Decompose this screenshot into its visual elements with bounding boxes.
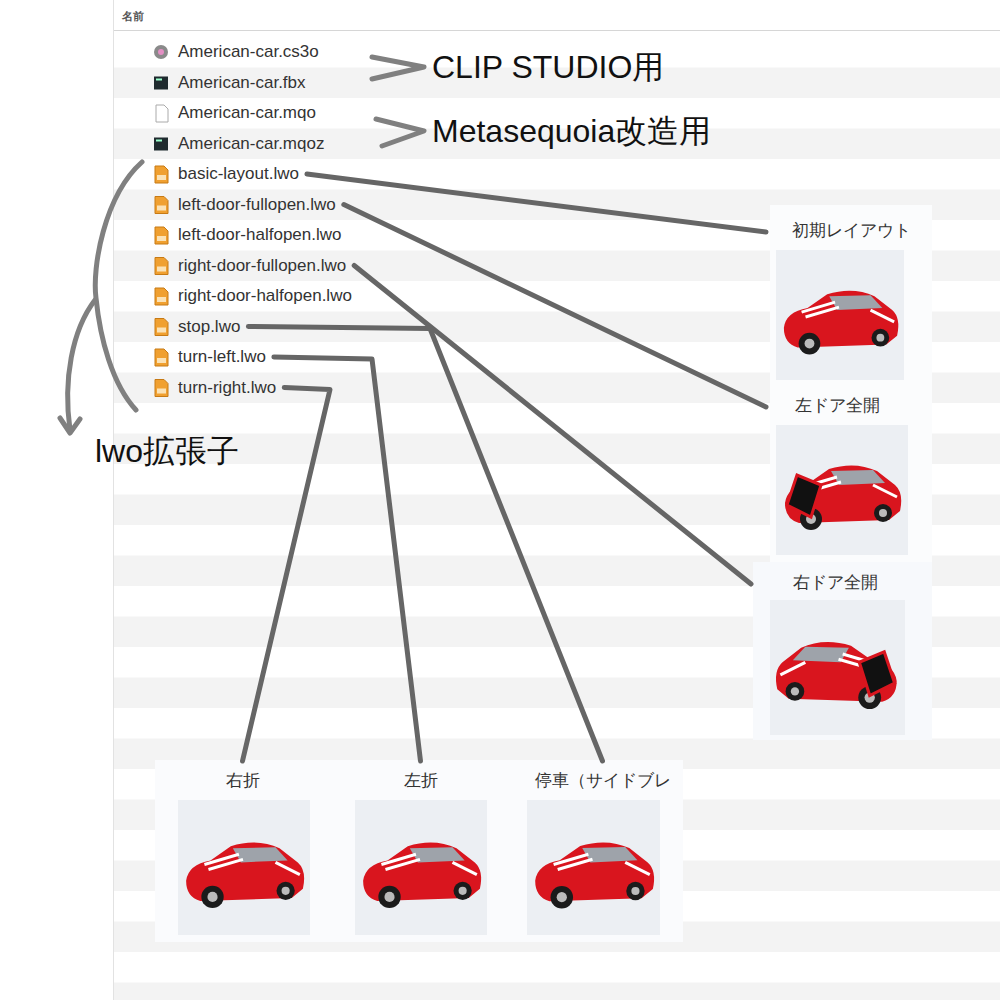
- bracket: [95, 162, 142, 410]
- file-icon: [155, 380, 168, 397]
- car-picture: [186, 843, 304, 909]
- node-text: right-door-fullopen.lwo: [178, 256, 346, 276]
- node-text: left-door-halfopen.lwo: [178, 225, 341, 245]
- column-header: 名前: [122, 10, 144, 23]
- node-text: 右折: [169, 771, 316, 791]
- card-ground: [770, 387, 932, 562]
- node-text: turn-right.lwo: [178, 378, 276, 398]
- file-icon: [156, 105, 168, 122]
- node-text: American-car.mqo: [178, 103, 316, 123]
- node-text: basic-layout.lwo: [178, 164, 299, 184]
- file-name-row: right-door-halfopen.lwo: [178, 284, 352, 308]
- file-name-row: right-door-fullopen.lwo: [178, 254, 346, 278]
- file-name-row: American-car.mqo: [178, 101, 316, 125]
- bracket: [372, 57, 424, 79]
- card-grounds: [155, 205, 932, 942]
- file-name-row: American-car.mqoz: [178, 132, 324, 156]
- file-name-row: left-door-fullopen.lwo: [178, 193, 336, 217]
- image-ground: [776, 425, 908, 555]
- header-rule: [113, 30, 1000, 31]
- preview-card: 初期レイアウト: [770, 215, 932, 387]
- preview-card: 停車（サイドブレ: [520, 765, 685, 940]
- leader-line: [307, 174, 766, 232]
- file-icon: [155, 288, 168, 305]
- car-picture: [363, 843, 481, 909]
- file-icon: [155, 166, 168, 183]
- brackets: [60, 57, 424, 433]
- list-stripes: [114, 37, 1000, 1000]
- file-icon: [154, 77, 168, 90]
- arrow-head: [60, 418, 80, 433]
- list-stripe: [114, 983, 1000, 1000]
- pane-border: [113, 0, 114, 1000]
- file-name-row: basic-layout.lwo: [178, 162, 299, 186]
- node-text: turn-left.lwo: [178, 347, 266, 367]
- node-text: 左折: [347, 771, 494, 791]
- card-ground: [155, 760, 683, 942]
- file-name-row: left-door-halfopen.lwo: [178, 223, 341, 247]
- node-text: American-car.cs3o: [178, 42, 319, 62]
- card-ground: [753, 562, 932, 740]
- node-text: right-door-halfopen.lwo: [178, 286, 352, 306]
- file-icon: [154, 138, 168, 151]
- file-name-row: American-car.cs3o: [178, 40, 319, 64]
- list-stripe: [114, 952, 1000, 983]
- preview-card: 左ドア全開: [770, 390, 932, 560]
- file-icons: [154, 45, 168, 397]
- file-icon: [155, 227, 168, 244]
- node-text: 初期レイアウト: [792, 221, 928, 241]
- file-name-row: American-car.fbx: [178, 71, 306, 95]
- list-stripe: [114, 159, 1000, 190]
- car-picture: [776, 642, 897, 709]
- car-pictures: [186, 291, 901, 909]
- file-name-row: stop.lwo: [178, 315, 240, 339]
- bracket: [376, 119, 424, 146]
- annotation: lwo拡張子: [95, 432, 239, 470]
- preview-card: 右折: [165, 765, 320, 940]
- leader-line: [248, 327, 602, 762]
- file-icon: [155, 197, 168, 214]
- file-name-row: turn-left.lwo: [178, 345, 266, 369]
- car-picture: [785, 465, 901, 530]
- node-text: left-door-fullopen.lwo: [178, 195, 336, 215]
- image-ground: [527, 800, 660, 935]
- preview-card: 左折: [343, 765, 498, 940]
- leader-line: [354, 266, 751, 585]
- leader-line: [274, 357, 421, 761]
- image-ground: [355, 800, 487, 935]
- node-text: American-car.fbx: [178, 73, 306, 93]
- header-bar: [113, 0, 1000, 30]
- file-icon: [155, 258, 168, 275]
- file-name-row: turn-right.lwo: [178, 376, 276, 400]
- node-text: stop.lwo: [178, 317, 240, 337]
- preview-card: 右ドア全開: [755, 567, 932, 740]
- file-icon: [155, 349, 168, 366]
- annotation: CLIP STUDIO用: [432, 48, 664, 86]
- image-ground: [178, 800, 310, 935]
- leader-line: [243, 388, 331, 762]
- car-picture: [784, 291, 898, 355]
- file-icon: [154, 45, 168, 59]
- file-icon: [155, 319, 168, 336]
- node-text: American-car.mqoz: [178, 134, 324, 154]
- arrow-line: [68, 300, 95, 430]
- card-ground: [770, 205, 932, 387]
- image-ground: [776, 250, 904, 380]
- image-ground: [770, 600, 905, 735]
- node-text: 停車（サイドブレ: [524, 771, 681, 791]
- node-text: 右ドア全開: [793, 573, 928, 593]
- node-text: 左ドア全開: [795, 396, 928, 416]
- annotation: Metasequoia改造用: [432, 112, 711, 150]
- car-picture: [535, 842, 654, 908]
